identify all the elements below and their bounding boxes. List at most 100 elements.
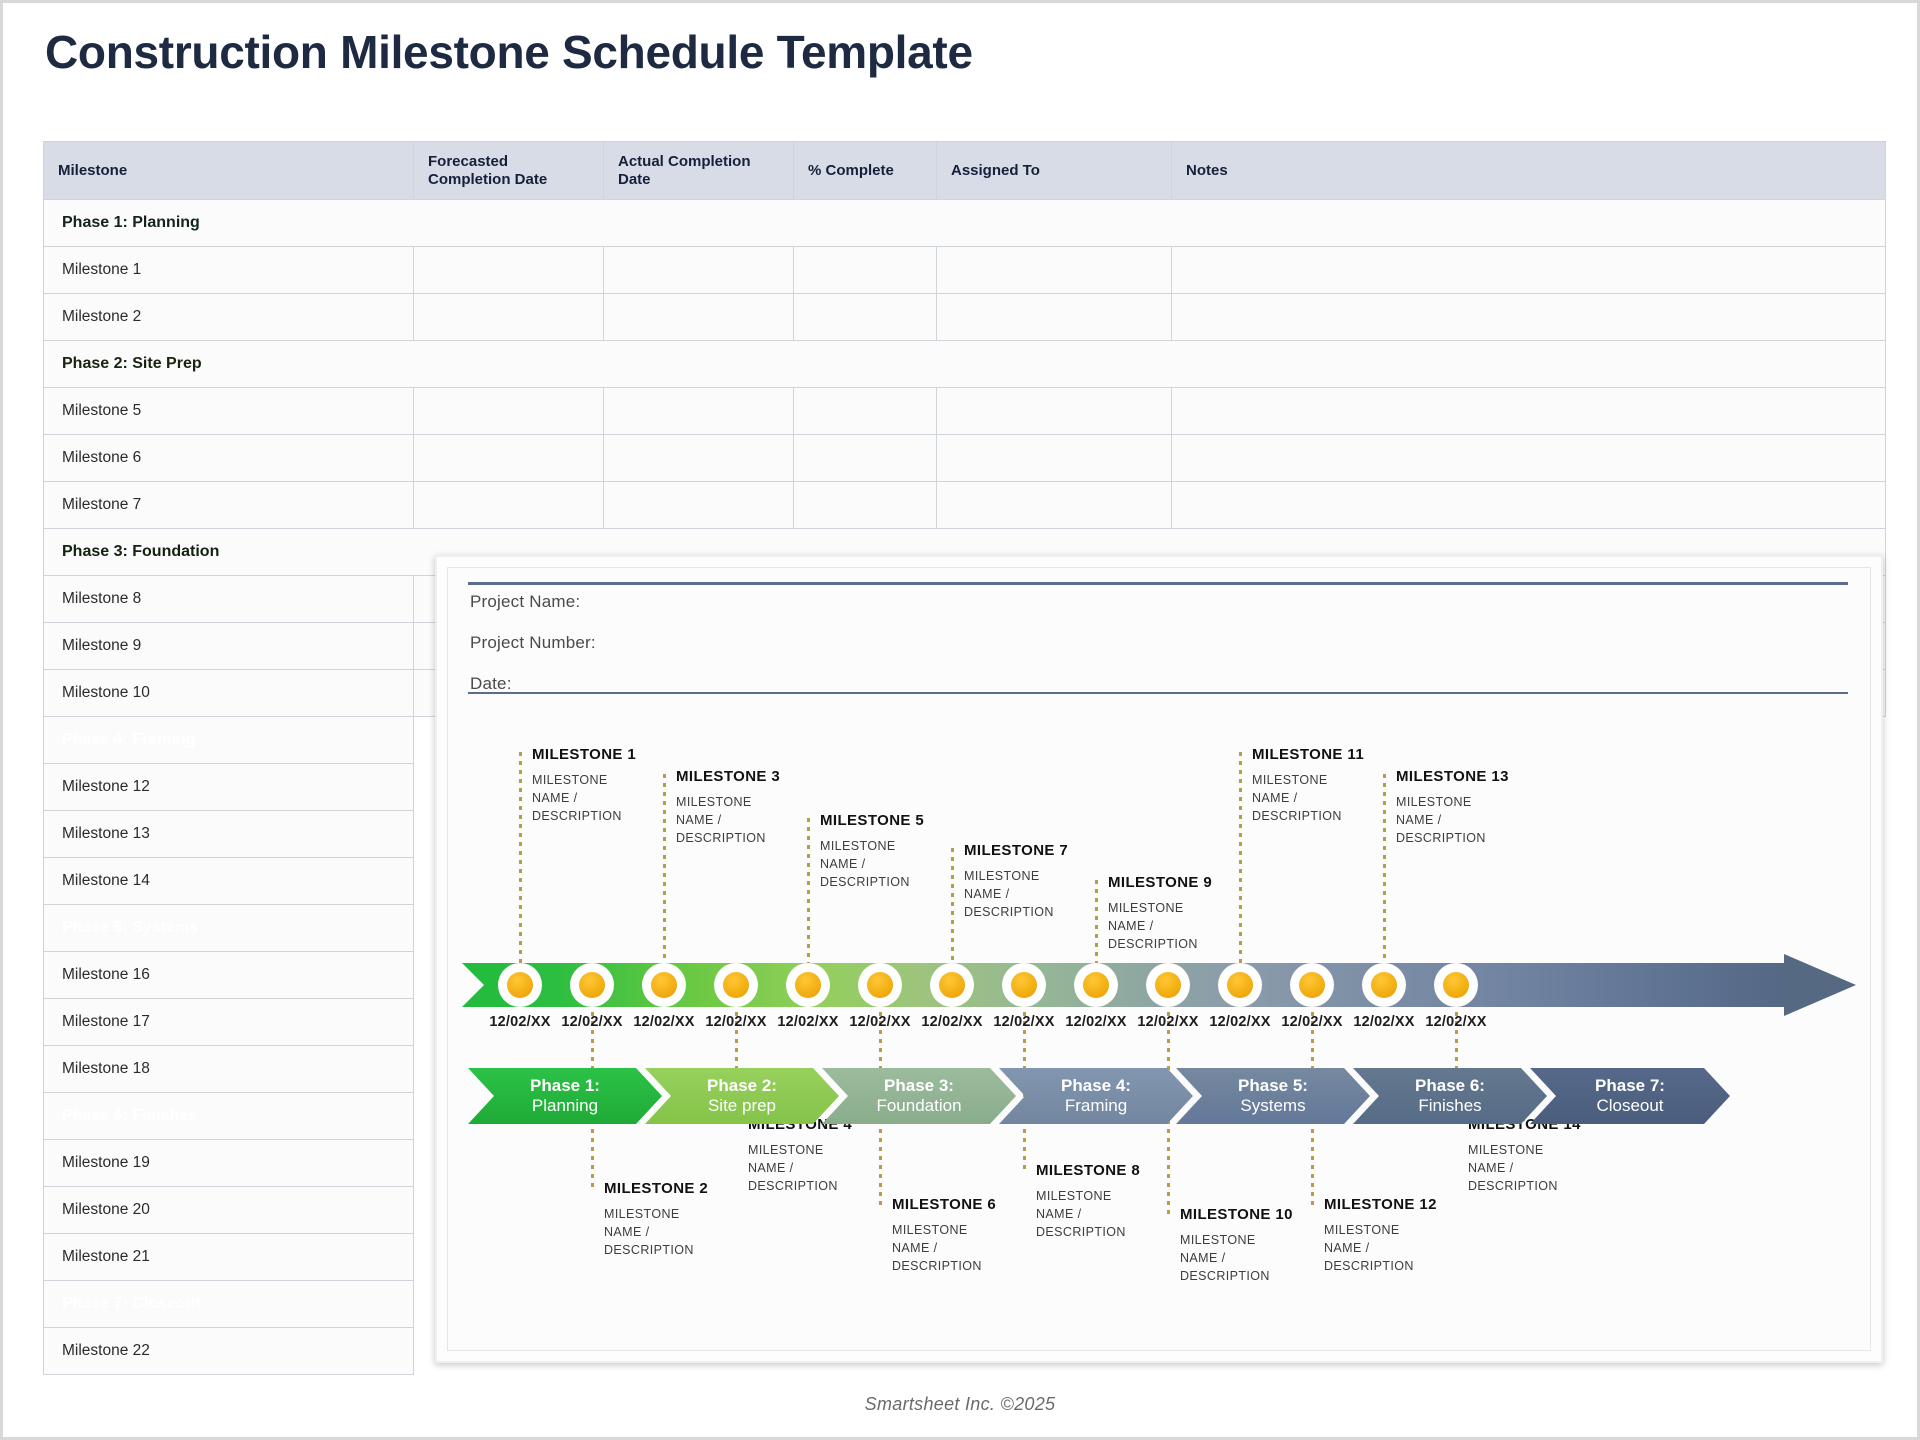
milestone-label[interactable]: Milestone 17 [43,998,414,1046]
milestone-label[interactable]: Milestone 13 [43,810,414,858]
phase-chevron[interactable]: Phase 3:Foundation [822,1068,1016,1124]
table-header-row: Milestone Forecasted Completion Date Act… [43,141,1886,200]
input-cell[interactable] [1171,387,1886,435]
milestone-callout-description: MILESTONE NAME / DESCRIPTION [892,1223,982,1274]
milestone-marker-icon[interactable] [498,963,542,1007]
input-cell[interactable] [793,246,937,294]
marker-dot [579,972,605,998]
milestone-callout-description: MILESTONE NAME / DESCRIPTION [1468,1143,1558,1194]
marker-dot [1011,972,1037,998]
phase-chevron[interactable]: Phase 7:Closeout [1530,1068,1730,1124]
input-cell[interactable] [936,293,1172,341]
milestone-label[interactable]: Milestone 10 [43,669,414,717]
milestone-label[interactable]: Milestone 14 [43,857,414,905]
milestone-callout-description: MILESTONE NAME / DESCRIPTION [820,839,910,890]
input-cell[interactable] [936,434,1172,482]
milestone-marker-icon[interactable] [930,963,974,1007]
input-cell[interactable] [1171,481,1886,529]
milestone-callout-description: MILESTONE NAME / DESCRIPTION [1036,1189,1126,1240]
phase-chevron[interactable]: Phase 5:Systems [1176,1068,1370,1124]
project-number-field[interactable]: Project Number: [470,633,596,652]
input-cell[interactable] [413,387,604,435]
milestone-marker-icon[interactable] [1002,963,1046,1007]
input-cell[interactable] [793,387,937,435]
input-cell[interactable] [1171,246,1886,294]
input-cell[interactable] [1171,434,1886,482]
input-cell[interactable] [936,387,1172,435]
milestone-date-label: 12/02/XX [921,1014,983,1030]
milestone-date-label: 12/02/XX [1209,1014,1271,1030]
phase-chevron-name: Site prep [707,1096,777,1115]
milestone-marker-icon[interactable] [1146,963,1190,1007]
milestone-callout-title: MILESTONE 2 [604,1180,709,1197]
project-date-field[interactable]: Date: [470,674,512,693]
input-cell[interactable] [603,434,794,482]
phase-chevron[interactable]: Phase 4:Framing [999,1068,1193,1124]
milestone-callout-description: MILESTONE NAME / DESCRIPTION [1324,1223,1414,1274]
milestone-label[interactable]: Milestone 7 [43,481,414,529]
column-header-actual-completion-date: Actual Completion Date [603,141,794,200]
milestone-label[interactable]: Milestone 1 [43,246,414,294]
phase-chevron[interactable]: Phase 1:Planning [468,1068,662,1124]
milestone-label[interactable]: Milestone 5 [43,387,414,435]
input-cell[interactable] [413,246,604,294]
input-cell[interactable] [603,246,794,294]
phase-chevron[interactable]: Phase 6:Finishes [1353,1068,1547,1124]
phase-chevron-number: Phase 7: [1595,1075,1665,1095]
milestone-marker-icon[interactable] [786,963,830,1007]
phase-chevron-number: Phase 2: [707,1075,777,1095]
milestone-callout-description: MILESTONE NAME / DESCRIPTION [1108,901,1198,952]
phase-chevron-name: Finishes [1418,1096,1482,1115]
milestone-marker-icon[interactable] [858,963,902,1007]
input-cell[interactable] [603,293,794,341]
milestone-marker-icon[interactable] [1218,963,1262,1007]
milestone-label[interactable]: Milestone 19 [43,1139,414,1187]
input-cell[interactable] [793,481,937,529]
milestone-marker-icon[interactable] [1074,963,1118,1007]
milestone-label[interactable]: Milestone 6 [43,434,414,482]
milestone-callout-title: MILESTONE 3 [676,768,781,785]
input-cell[interactable] [603,387,794,435]
input-cell[interactable] [413,481,604,529]
milestone-label[interactable]: Milestone 12 [43,763,414,811]
milestone-marker-icon[interactable] [1362,963,1406,1007]
project-name-field[interactable]: Project Name: [470,592,581,611]
milestone-callout-title: MILESTONE 1 [532,746,637,763]
phase-label: Phase 7: Closeout [43,1280,414,1328]
milestone-callout-title: MILESTONE 12 [1324,1196,1437,1213]
milestone-label[interactable]: Milestone 8 [43,575,414,623]
milestone-label[interactable]: Milestone 9 [43,622,414,670]
input-cell[interactable] [603,481,794,529]
milestone-marker-icon[interactable] [570,963,614,1007]
milestone-label[interactable]: Milestone 21 [43,1233,414,1281]
milestone-label[interactable]: Milestone 20 [43,1186,414,1234]
input-cell[interactable] [793,434,937,482]
milestone-callout-title: MILESTONE 6 [892,1196,997,1213]
phase-chevron[interactable]: Phase 2:Site prep [645,1068,839,1124]
input-cell[interactable] [413,434,604,482]
milestone-marker-icon[interactable] [1290,963,1334,1007]
milestone-marker-icon[interactable] [642,963,686,1007]
milestone-label[interactable]: Milestone 18 [43,1045,414,1093]
input-cell[interactable] [793,293,937,341]
timeline-arrow-head-icon [1784,954,1856,1016]
milestone-marker-icon[interactable] [714,963,758,1007]
milestone-callout-description: MILESTONE NAME / DESCRIPTION [532,773,622,824]
milestone-marker-icon[interactable] [1434,963,1478,1007]
input-cell[interactable] [936,481,1172,529]
input-cell[interactable] [413,293,604,341]
milestone-label[interactable]: Milestone 22 [43,1327,414,1375]
phase-label: Phase 1: Planning [43,199,1886,247]
milestone-label[interactable]: Milestone 16 [43,951,414,999]
milestone-label[interactable]: Milestone 2 [43,293,414,341]
input-cell[interactable] [1171,293,1886,341]
input-cell[interactable] [936,246,1172,294]
milestone-callout-title: MILESTONE 9 [1108,874,1213,891]
milestone-callout-title: MILESTONE 8 [1036,1162,1141,1179]
milestone-connector-line [663,774,666,967]
